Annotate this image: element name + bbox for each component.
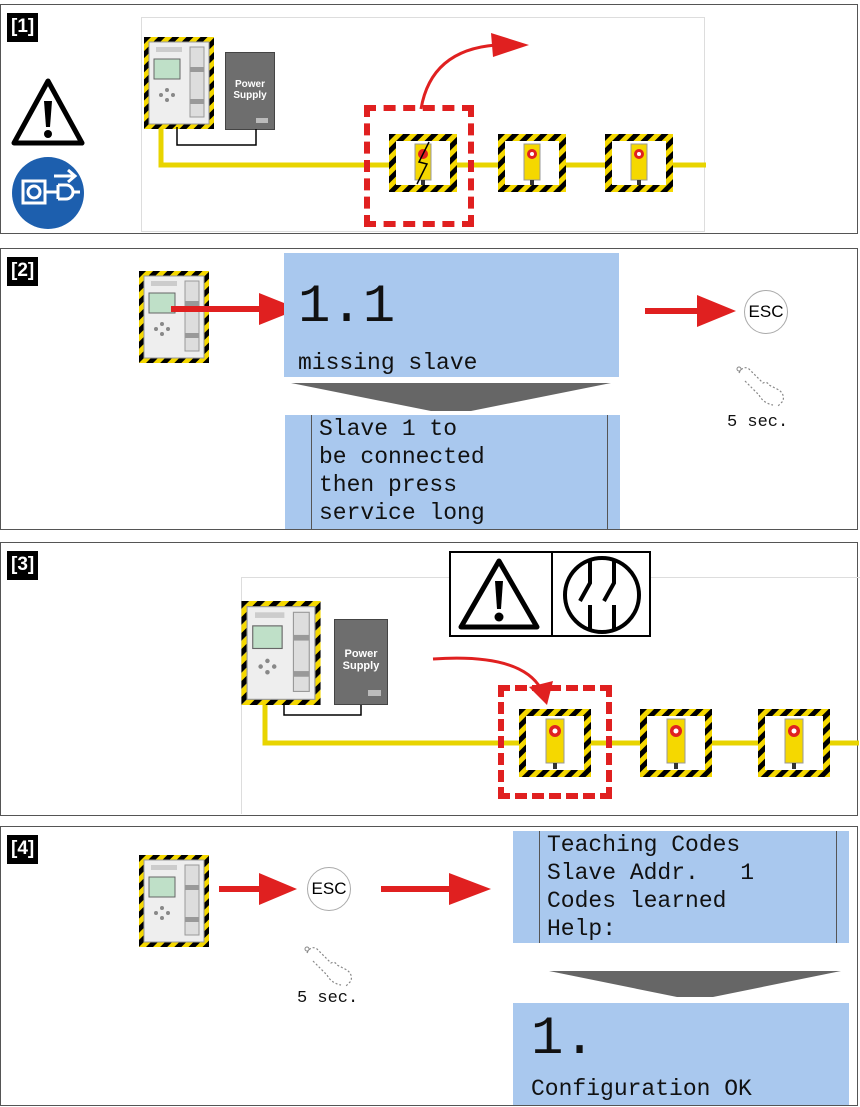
step-label-3: [3] — [7, 551, 39, 580]
power-supply: Power Supply — [225, 52, 275, 130]
display-teaching: Teaching Codes Slave Addr. 1 Codes learn… — [513, 831, 849, 943]
message-line: service long — [319, 500, 485, 526]
slave-module-broken — [389, 134, 457, 192]
message-line: Slave 1 to — [319, 416, 458, 442]
slave-module-2 — [640, 709, 712, 777]
teach-line: Codes learned — [547, 888, 727, 914]
esc-button[interactable]: ESC — [307, 867, 351, 911]
display-configuration-ok: 1. Configuration OK — [513, 1003, 849, 1105]
display-message: Slave 1 to be connected then press servi… — [284, 415, 620, 529]
removed-slave-highlight — [364, 105, 474, 227]
slave-module-3 — [758, 709, 830, 777]
display-status: Configuration OK — [531, 1076, 752, 1102]
panel-step-4: [4] ESC 5 sec. Teaching Codes Slave Addr… — [0, 826, 858, 1106]
display-big-value: 1.1 — [298, 277, 396, 338]
message-line: be connected — [319, 444, 485, 470]
arrows — [219, 873, 841, 997]
esc-button[interactable]: ESC — [744, 290, 788, 334]
warning-icon — [11, 78, 85, 146]
display-missing-slave: 1.1 missing slave — [284, 253, 619, 377]
step-label-4: [4] — [7, 835, 39, 864]
display-big-value: 1. — [531, 1009, 596, 1070]
power-supply-label-line1: Power — [344, 648, 378, 660]
diagram-frame — [141, 17, 705, 232]
display-status: missing slave — [298, 350, 478, 376]
new-slave-highlight — [498, 685, 612, 799]
controller-device — [144, 37, 214, 129]
teach-line: Slave Addr. 1 — [547, 860, 755, 886]
hold-time-label: 5 sec. — [297, 989, 359, 1008]
step-label-2: [2] — [7, 257, 39, 286]
step-label-1: [1] — [7, 13, 39, 42]
slave-module-3 — [605, 134, 673, 192]
panel-step-3: [3] Power Supply — [0, 542, 860, 816]
controller-device — [139, 855, 209, 947]
message-line: then press — [319, 472, 458, 498]
warning-icon — [458, 558, 540, 630]
panel-step-2: [2] 1.1 missing slave Slave 1 to be conn… — [0, 248, 858, 530]
hold-time-label: 5 sec. — [727, 413, 789, 432]
disconnect-mains-icon — [12, 157, 84, 229]
panel-step-1: [1] Power Supply — [0, 4, 858, 234]
bus-wiring — [262, 656, 859, 746]
slave-module-2 — [498, 134, 566, 192]
circuit-breaker-icon — [563, 556, 641, 634]
controller-device — [241, 601, 321, 705]
arrows — [171, 293, 736, 411]
power-supply-label-line1: Power — [234, 79, 265, 90]
power-supply: Power Supply — [334, 619, 388, 705]
hand-press-icon — [304, 946, 352, 988]
slave-module-new — [519, 709, 591, 777]
controller-device — [139, 271, 209, 363]
hand-press-icon — [736, 366, 784, 408]
power-supply-label-line2: Supply — [342, 660, 380, 672]
teach-line: Help: — [547, 916, 617, 942]
teach-line: Teaching Codes — [547, 832, 741, 858]
power-supply-label-line2: Supply — [233, 90, 267, 101]
